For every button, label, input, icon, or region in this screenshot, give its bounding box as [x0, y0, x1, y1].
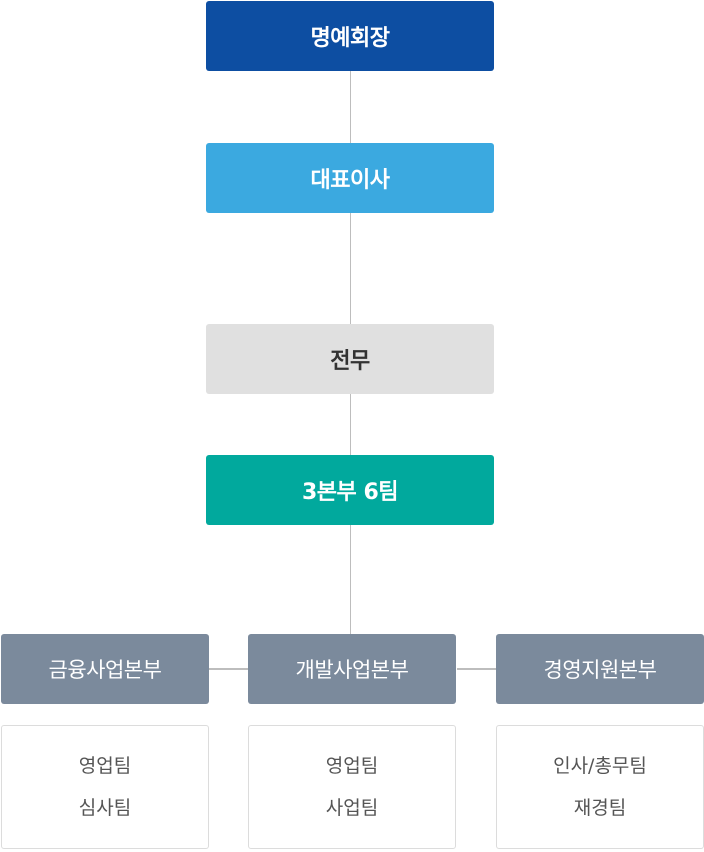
organization-label: 3본부 6팀	[302, 480, 399, 505]
connector-org-divisions	[350, 525, 351, 634]
teams-management-support: 인사/총무팀 재경팀	[496, 725, 704, 849]
director-box: 전무	[206, 324, 494, 394]
organization-box: 3본부 6팀	[206, 455, 494, 525]
connector-director-org	[350, 394, 351, 455]
division-management-support: 경영지원본부	[496, 634, 704, 704]
connector-chairman-ceo	[350, 71, 351, 143]
director-label: 전무	[330, 349, 370, 374]
team-item: 재경팀	[573, 797, 627, 819]
chairman-label: 명예회장	[310, 26, 390, 51]
chairman-box: 명예회장	[206, 1, 494, 71]
division-label: 개발사업본부	[295, 658, 409, 682]
ceo-box: 대표이사	[206, 143, 494, 213]
connector-division-left	[209, 668, 248, 670]
teams-development: 영업팀 사업팀	[248, 725, 456, 849]
ceo-label: 대표이사	[310, 168, 390, 193]
team-item: 인사/총무팀	[553, 755, 647, 777]
team-item: 영업팀	[325, 755, 379, 777]
division-label: 경영지원본부	[543, 658, 657, 682]
division-finance: 금융사업본부	[1, 634, 209, 704]
team-item: 심사팀	[78, 797, 132, 819]
division-label: 금융사업본부	[48, 658, 162, 682]
connector-ceo-director	[350, 213, 351, 324]
team-item: 사업팀	[325, 797, 379, 819]
team-item: 영업팀	[78, 755, 132, 777]
teams-finance: 영업팀 심사팀	[1, 725, 209, 849]
connector-division-right	[457, 668, 496, 670]
division-development: 개발사업본부	[248, 634, 456, 704]
